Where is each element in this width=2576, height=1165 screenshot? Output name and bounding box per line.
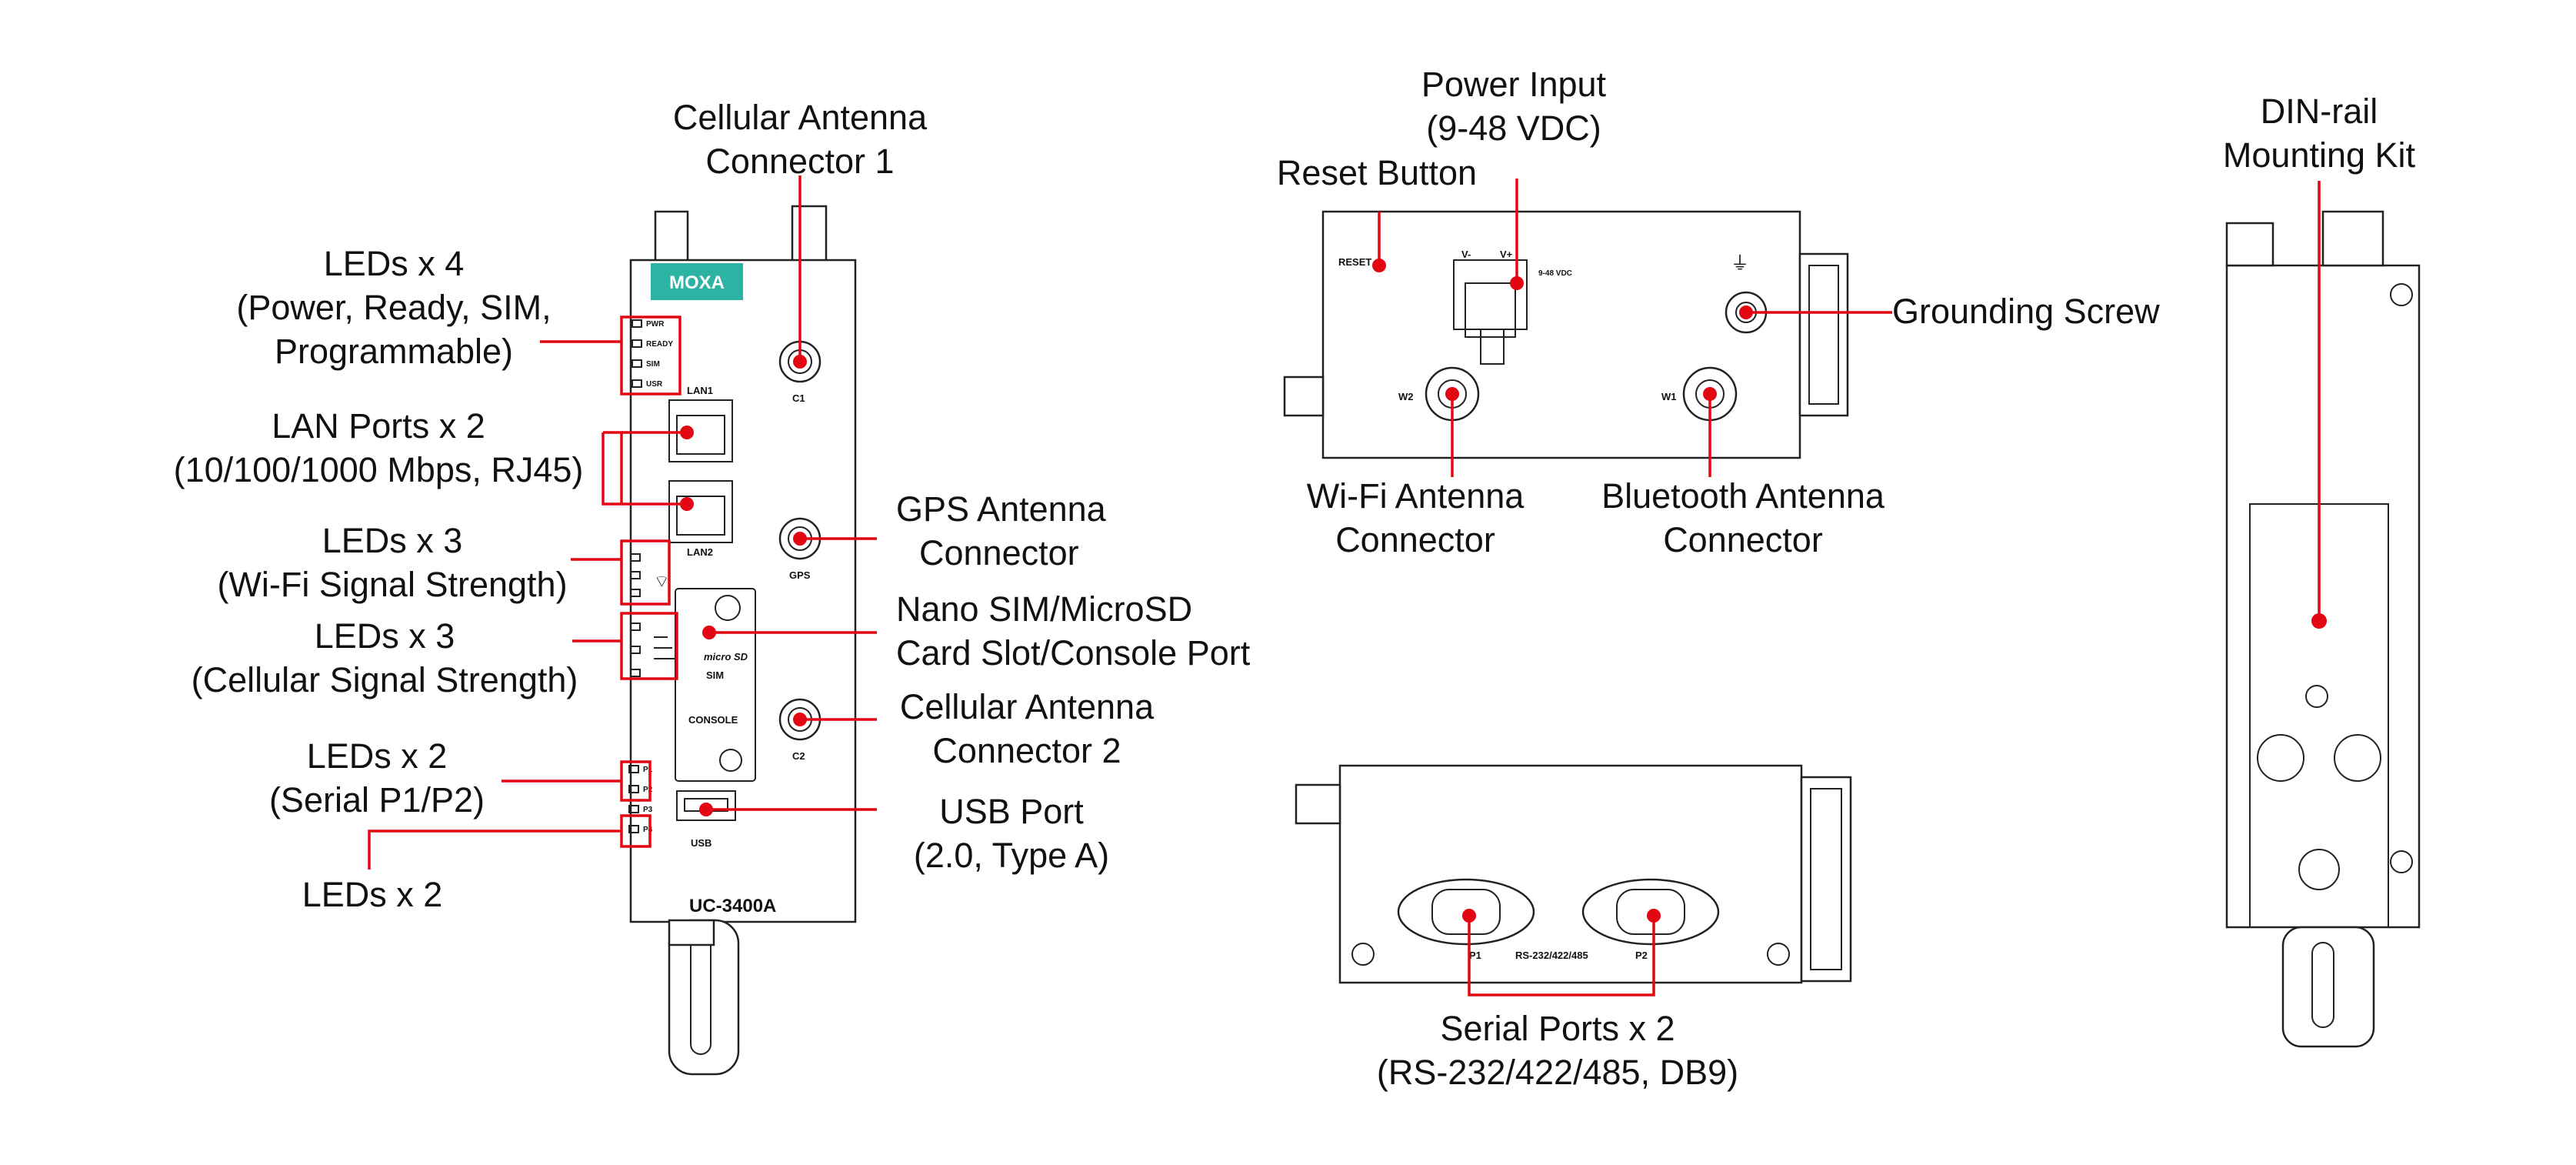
brand-logo	[651, 263, 743, 300]
lan-ports: LAN1 LAN2	[668, 385, 733, 558]
led-label-ready: READY	[646, 340, 673, 349]
front-top-antenna	[791, 205, 828, 263]
led-label-p3: P3	[643, 806, 653, 814]
front-din-clip	[668, 919, 715, 946]
usb-port	[676, 790, 736, 821]
led-label-sim: SIM	[646, 360, 660, 369]
label-grounding-screw: Grounding Screw	[1892, 292, 2160, 331]
top-view: V- V+ 9-48 VDC RESET W2 W1 ⏚	[1283, 210, 1849, 459]
bottom-rs-label: RS-232/422/485	[1515, 950, 1588, 961]
bottom-p2-label: P2	[1635, 950, 1648, 961]
sim-slot-label: SIM	[706, 669, 724, 681]
label-lan-ports: LAN Ports x 2(10/100/1000 Mbps, RJ45)	[174, 406, 584, 489]
terminal-v-plus: V+	[1500, 249, 1513, 260]
front-view: MOXA PWR READY SIM USR LAN1 LAN2 ⌔	[628, 205, 857, 1076]
c1-label: C1	[792, 392, 805, 404]
terminal-v-minus: V-	[1461, 249, 1471, 260]
signal-leds: ⌔	[630, 553, 677, 677]
side-antenna	[2225, 222, 2274, 267]
lan1-label: LAN1	[687, 385, 713, 396]
label-cellular-leds: LEDs x 3(Cellular Signal Strength)	[192, 616, 578, 699]
w2-label: W2	[1398, 391, 1414, 402]
status-leds: PWR READY SIM USR	[632, 319, 673, 389]
bottom-din-bracket	[1800, 776, 1852, 983]
leader-lines	[368, 175, 2327, 996]
top-housing	[1321, 210, 1801, 459]
console-label: CONSOLE	[688, 714, 738, 726]
sim-console-panel: micro SD SIM CONSOLE	[675, 588, 756, 782]
lan2-label: LAN2	[687, 546, 713, 558]
label-usb-port: USB Port(2.0, Type A)	[914, 792, 1109, 875]
power-rating-label: 9-48 VDC	[1538, 269, 1572, 278]
front-top-clip	[654, 210, 689, 263]
bottom-p1-label: P1	[1469, 950, 1481, 961]
brand-logo-text: MOXA	[669, 272, 725, 293]
top-side-antenna	[1283, 376, 1325, 417]
label-reset-button: Reset Button	[1277, 153, 1477, 192]
usb-label: USB	[691, 837, 711, 849]
front-housing	[629, 259, 857, 923]
side-housing	[2225, 264, 2421, 929]
svg-text:⏚: ⏚	[1731, 253, 1749, 274]
label-serial-leds: LEDs x 2(Serial P1/P2)	[269, 736, 485, 820]
gps-label: GPS	[789, 569, 811, 581]
w1-label: W1	[1661, 391, 1677, 402]
model-label: UC-3400A	[689, 896, 776, 916]
bottom-housing	[1338, 764, 1803, 984]
label-serial-ports: Serial Ports x 2(RS-232/422/485, DB9)	[1377, 1009, 1738, 1092]
top-din-bracket	[1798, 252, 1849, 417]
serial-leds: P1 P2 P3 P4	[628, 765, 653, 834]
reset-label: RESET	[1338, 256, 1371, 268]
label-leds-x2: LEDs x 2	[302, 875, 443, 914]
label-wifi-leds: LEDs x 3(Wi-Fi Signal Strength)	[217, 521, 567, 604]
bottom-view: P1 RS-232/422/485 P2	[1295, 764, 1852, 984]
microsd-label: micro SD	[704, 651, 748, 663]
bottom-side-antenna	[1295, 783, 1341, 825]
side-din-plate	[2281, 926, 2375, 1048]
led-label-p1: P1	[643, 766, 653, 774]
led-label-usr: USR	[646, 380, 663, 389]
led-label-p4: P4	[643, 826, 653, 834]
svg-text:⌔: ⌔	[654, 572, 670, 591]
label-power-input: Power Input(9-48 VDC)	[1421, 65, 1607, 148]
led-label-p2: P2	[643, 786, 653, 794]
led-label-pwr: PWR	[646, 320, 665, 329]
label-leds-status: LEDs x 4(Power, Ready, SIM,Programmable)	[236, 244, 551, 371]
side-top-clip	[2321, 210, 2384, 267]
c2-label: C2	[792, 750, 805, 762]
side-view	[2225, 210, 2421, 1048]
